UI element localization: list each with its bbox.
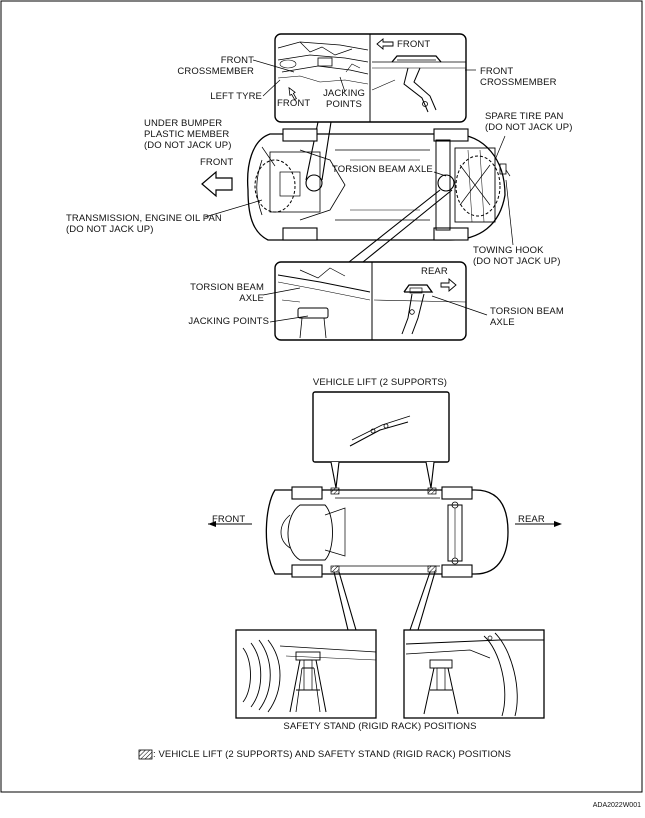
legend-hatch-swatch [138,749,153,760]
rear-jack-point-circle [437,174,455,192]
safety-stand-rear-inset [403,629,545,719]
front-jack-inset [274,33,467,123]
front-label-bottom: FRONT [212,514,246,525]
transmission-label: TRANSMISSION, ENGINE OIL PAN (DO NOT JAC… [66,213,222,235]
rear-inset-label: REAR [421,266,448,277]
front-label-top: FRONT [200,157,234,168]
safety-pointer-rear [409,571,436,631]
lift-callout-box [312,391,450,463]
rear-arrow-inset [440,278,457,292]
front-inset-label: FRONT [277,98,311,109]
front-inset-right-label: FRONT [397,39,431,50]
spare-tire-dashed [455,155,501,217]
torsion-beam-axle-right-label: TORSION BEAM AXLE [490,306,564,328]
lift-callout-detail [349,415,411,447]
rear-arrow-bottom-head [554,521,562,527]
front-arrow-inset-left [288,86,297,101]
figure-code: ADA2022W001 [592,802,641,809]
spare-tire-pan-label: SPARE TIRE PAN (DO NOT JACK UP) [485,111,573,133]
safety-stand-label: SAFETY STAND (RIGID RACK) POSITIONS [283,721,477,732]
front-crossmember-label-left: FRONT CROSSMEMBER [177,55,254,77]
safety-stand-front-inset [235,629,377,719]
front-crossmember-label-right: FRONT CROSSMEMBER [480,66,557,88]
under-bumper-label: UNDER BUMPER PLASTIC MEMBER (DO NOT JACK… [144,118,232,151]
lift-pad-front-right [330,565,340,573]
torsion-beam-axle-center-label: TORSION BEAM AXLE [332,164,433,175]
vehicle-lift-label: VEHICLE LIFT (2 SUPPORTS) [312,377,448,388]
top-leader-lines [204,59,514,323]
jacking-points-inset-label: JACKING POINTS [323,88,365,110]
towing-hook-label: TOWING HOOK (DO NOT JACK UP) [473,245,561,267]
lift-pad-front-left [330,487,340,495]
torsion-beam-axle-left-label: TORSION BEAM AXLE [190,282,264,304]
lift-pad-rear-left [427,487,437,495]
jacking-points-bottom-label: JACKING POINTS [188,316,269,327]
left-tyre-label: LEFT TYRE [210,91,262,102]
front-arrow-bottom-head [208,521,216,527]
bottom-vehicle [265,486,509,578]
rear-jack-inset [274,261,467,341]
front-arrow-inset-right [376,38,394,50]
rear-label-bottom: REAR [518,514,545,525]
front-jack-point-circle [305,174,323,192]
top-vehicle [246,128,507,241]
lift-callout-pointers [330,461,435,489]
bottom-inset-pointer [348,189,453,263]
outer-border [0,0,643,793]
safety-pointer-front [333,571,357,631]
lift-pad-rear-right [427,565,437,573]
front-arrow-top [201,170,233,198]
legend-text: : VEHICLE LIFT (2 SUPPORTS) AND SAFETY S… [153,749,512,760]
transmission-dashed [254,159,296,213]
